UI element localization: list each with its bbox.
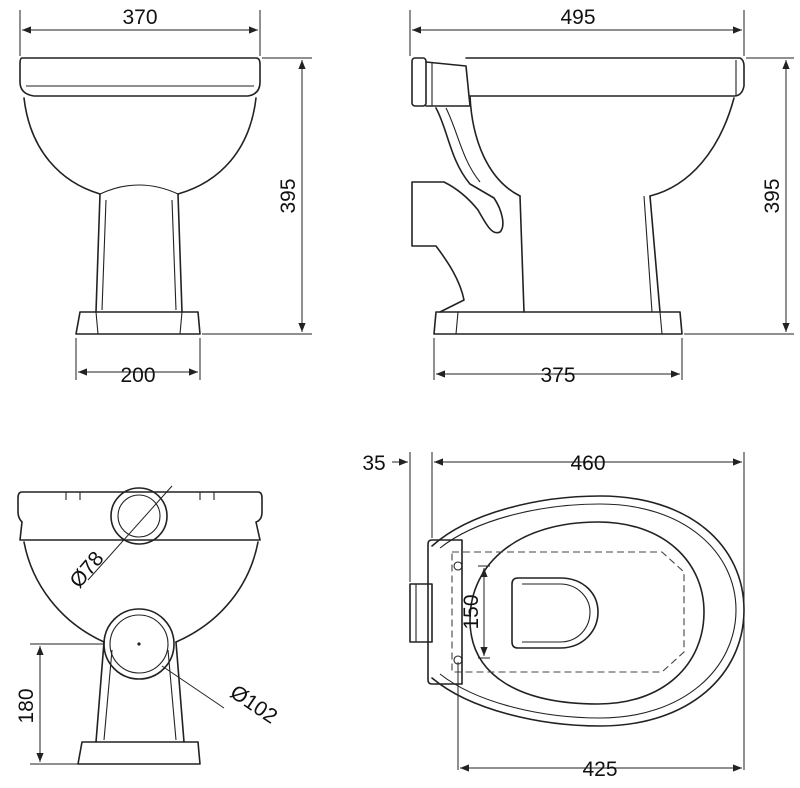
plan-view-outline <box>409 495 745 727</box>
plan-length-label: 460 <box>570 452 605 475</box>
front-width-label: 370 <box>122 6 157 29</box>
side-base-label: 375 <box>540 364 575 387</box>
front-height-label: 395 <box>277 178 300 213</box>
front-base-dimension: 200 <box>75 338 201 387</box>
front-height-dimension: 395 <box>202 57 312 335</box>
rear-view-outline <box>17 491 263 765</box>
plan-base-dimension: 425 <box>457 616 745 781</box>
rear-outlet-circle <box>103 608 175 680</box>
plan-length-dimension: 460 <box>434 452 745 604</box>
plan-seat-label: 150 <box>460 594 483 629</box>
side-length-label: 495 <box>560 6 595 29</box>
side-length-dimension: 495 <box>409 6 745 56</box>
side-height-dimension: 395 <box>684 57 794 335</box>
front-width-dimension: 370 <box>19 6 261 56</box>
front-view: 370 395 200 <box>19 6 312 387</box>
side-base-dimension: 375 <box>433 338 683 387</box>
rear-inlet-circle <box>110 487 168 545</box>
side-height-label: 395 <box>761 178 784 213</box>
plan-view: 35 460 150 425 <box>362 452 745 781</box>
plan-offset-label: 35 <box>362 452 385 475</box>
plan-offset-dimension: 35 <box>362 452 450 582</box>
plan-seat-dimension: 150 <box>460 565 490 659</box>
rear-outlet-height-dimension: 180 <box>15 643 104 765</box>
rear-view: Ø78 Ø102 180 <box>15 485 281 765</box>
rear-inlet-label: Ø78 <box>65 547 108 592</box>
front-view-outline <box>19 57 261 335</box>
side-view-outline <box>411 57 745 335</box>
rear-outlet-label: Ø102 <box>226 681 281 729</box>
rear-outlet-height-label: 180 <box>15 688 38 723</box>
front-base-label: 200 <box>120 364 155 387</box>
plan-base-label: 425 <box>582 758 617 781</box>
side-view: 495 395 375 <box>409 6 794 387</box>
